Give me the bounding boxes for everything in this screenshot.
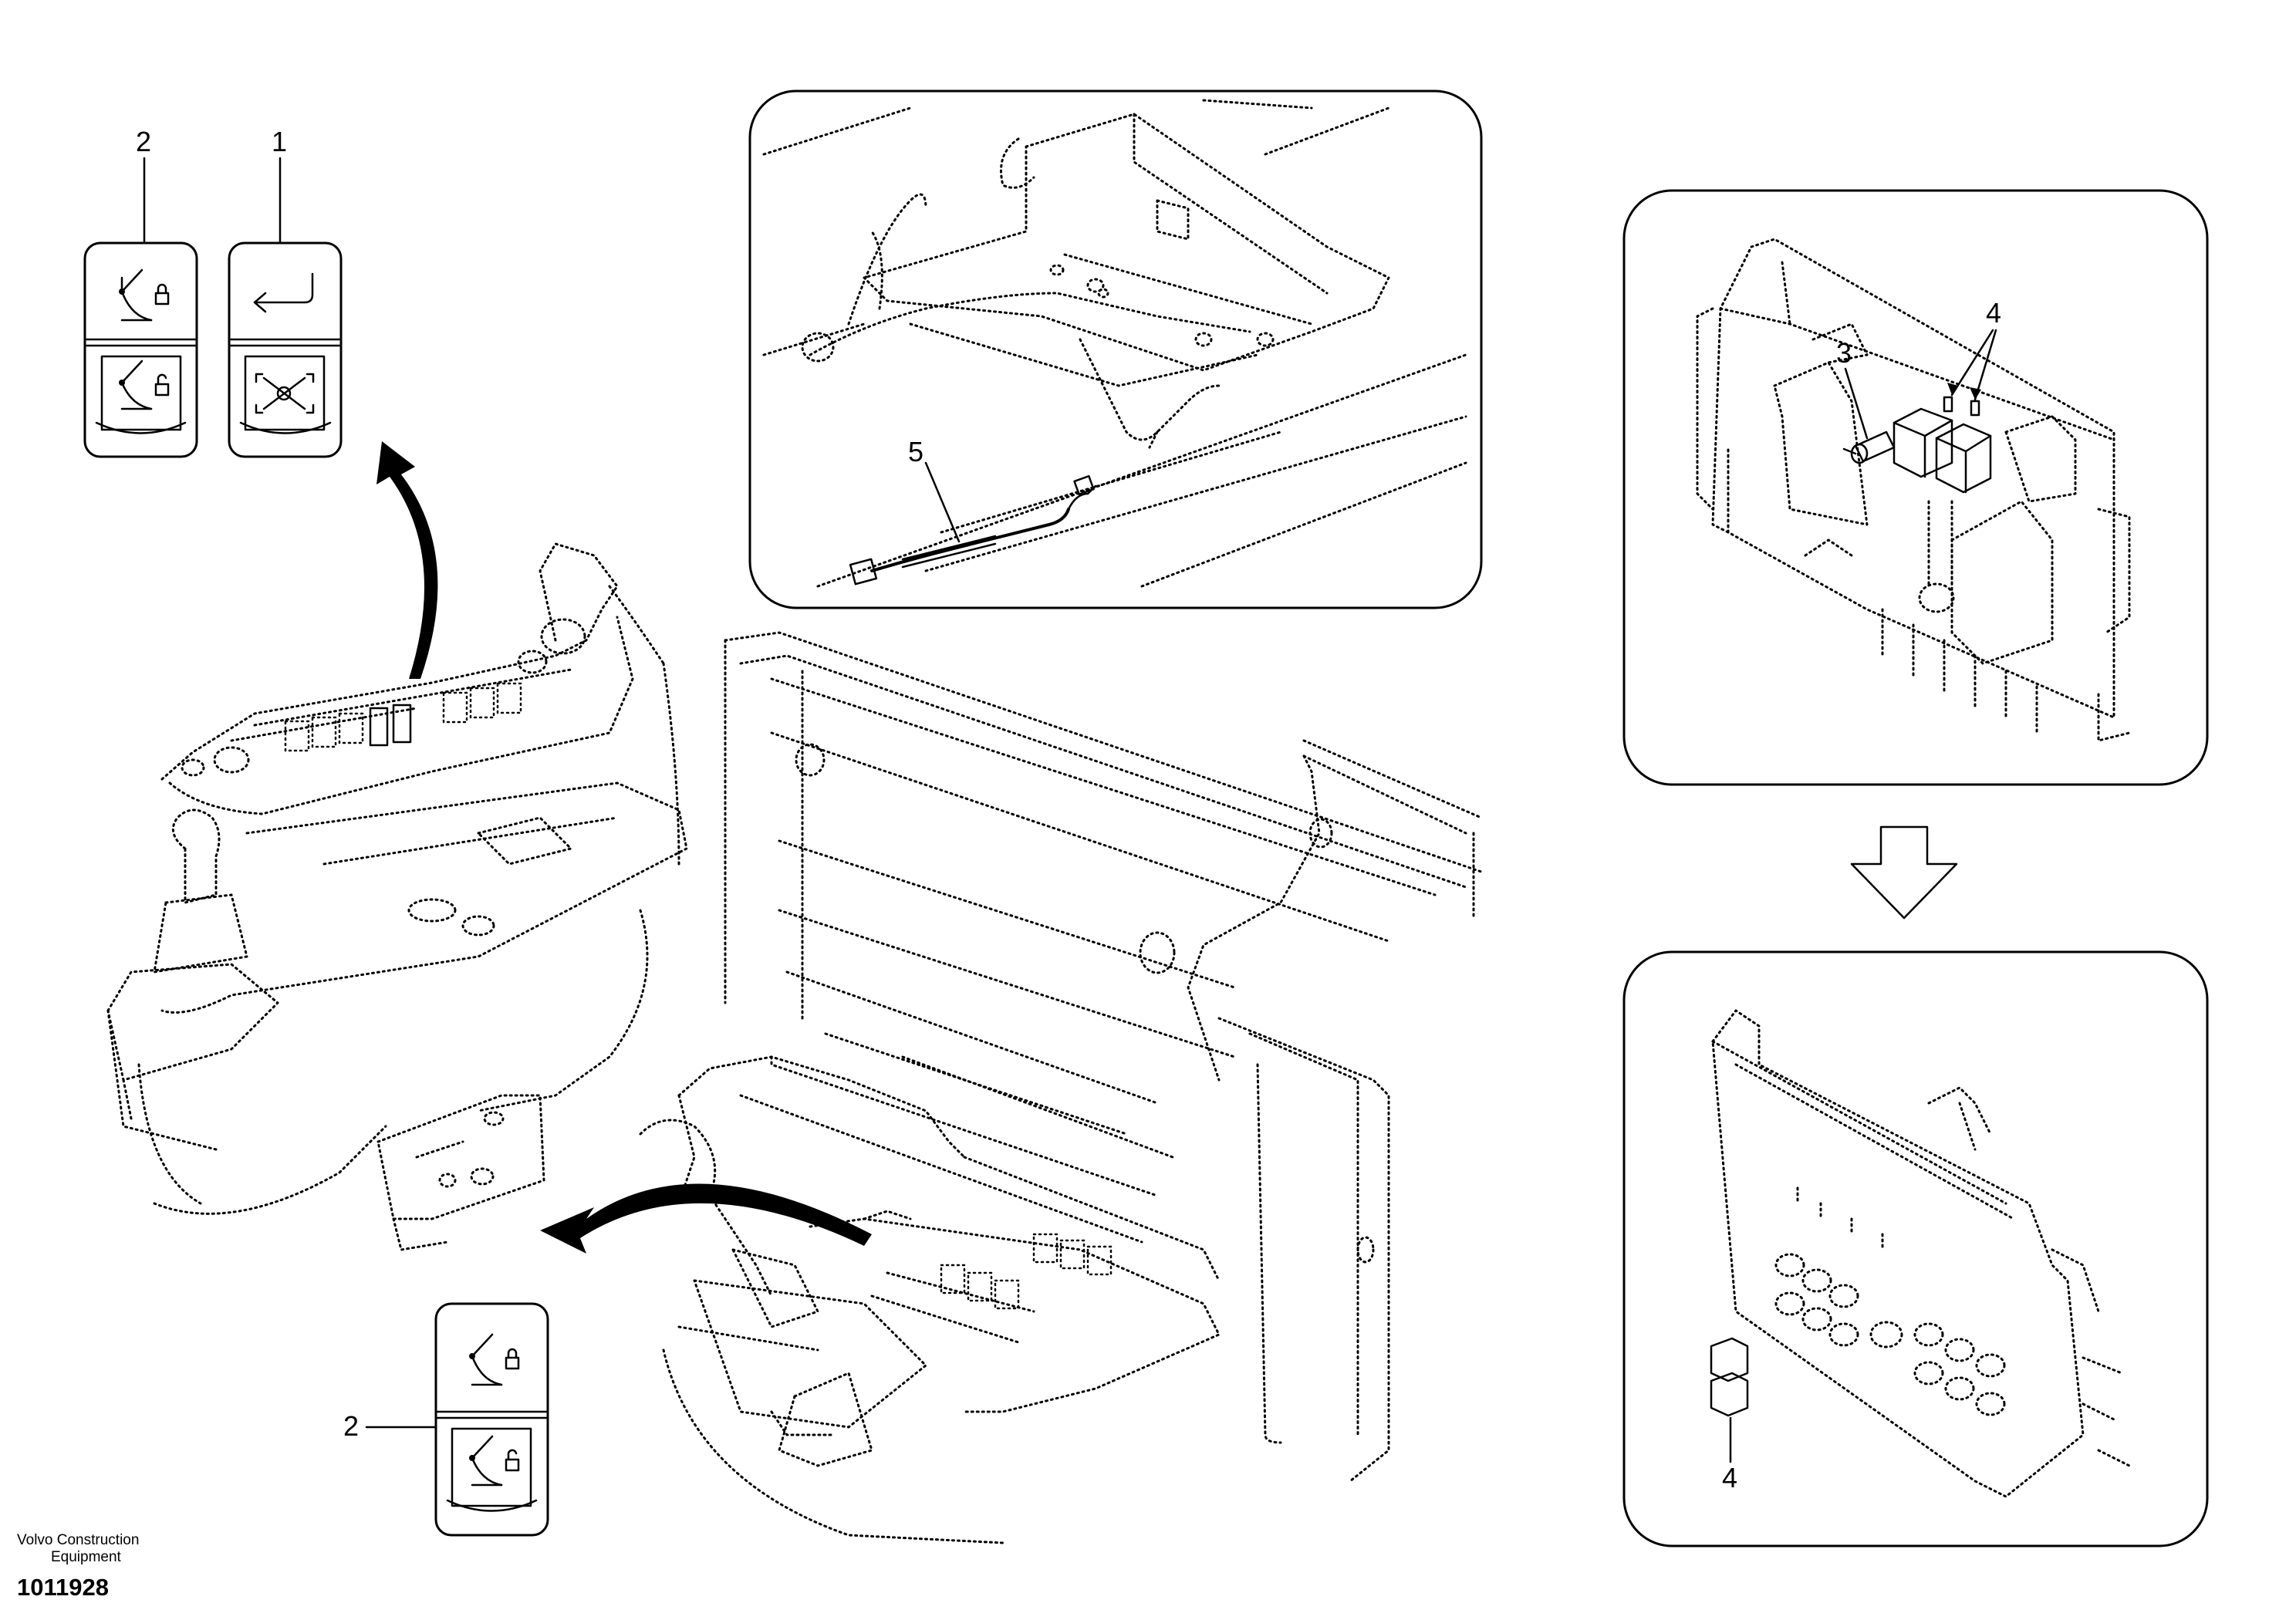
return-arrow-icon xyxy=(253,272,314,313)
left-console xyxy=(639,1119,1221,1544)
harness-detail-panel: 5 xyxy=(748,89,1483,609)
callout-3: 3 xyxy=(1836,337,1852,369)
relays-4-bottom xyxy=(1710,1337,1749,1417)
relays-4-top xyxy=(1893,396,1992,494)
leader-line-4b xyxy=(1974,329,1997,401)
boom-float-lock-icon xyxy=(119,268,170,322)
boom-float-lock-icon-bottom xyxy=(469,1333,520,1386)
switch-1-top xyxy=(228,241,343,458)
callout-1: 1 xyxy=(272,126,287,157)
console-button-row xyxy=(284,682,522,752)
switch-panel-top: 2 1 xyxy=(83,126,343,458)
document-number: 1011928 xyxy=(17,1574,109,1601)
switch-panel-bottom: 2 xyxy=(343,1302,549,1537)
curved-arrow-down xyxy=(540,1183,872,1254)
fuse-cluster xyxy=(1774,1253,2006,1416)
relay-box-top-panel: 3 4 xyxy=(1622,189,2209,786)
leader-line-3 xyxy=(1844,367,1869,440)
harness-cable-5 xyxy=(849,474,1097,586)
boom-float-unlock-icon-bottom xyxy=(469,1435,520,1487)
down-arrow xyxy=(1850,825,1958,920)
leader-line-5 xyxy=(924,461,961,543)
cab-interior-drawing xyxy=(106,542,1483,1544)
relay-box-bottom-panel: 4 xyxy=(1622,950,2209,1547)
callout-2-top: 2 xyxy=(136,126,151,157)
callout-2-bottom: 2 xyxy=(343,1410,359,1442)
brand-line-2: Equipment xyxy=(51,1549,121,1565)
callout-4-top: 4 xyxy=(1986,297,2001,329)
callout-4-bottom: 4 xyxy=(1722,1462,1737,1493)
leader-line-4a xyxy=(1950,329,1994,397)
boom-float-unlock-icon xyxy=(119,359,170,410)
left-bracket xyxy=(376,1094,545,1251)
switch-2-top xyxy=(83,241,198,458)
function-selector-icon xyxy=(255,373,315,414)
curved-arrow-up xyxy=(376,441,438,679)
brand-line-1: Volvo Construction xyxy=(17,1532,140,1548)
callout-5: 5 xyxy=(908,436,923,467)
left-console-buttons xyxy=(940,1233,1113,1310)
